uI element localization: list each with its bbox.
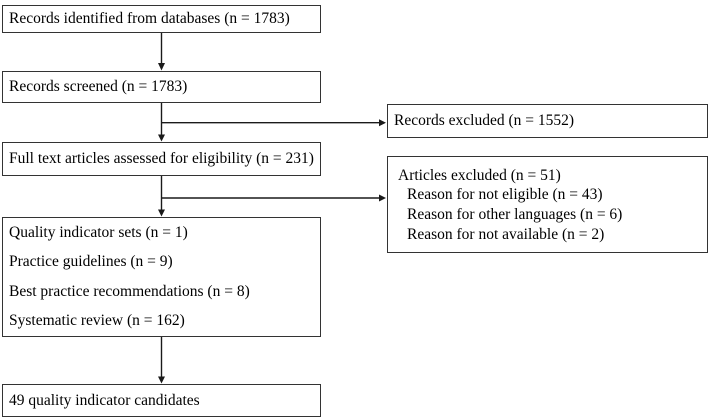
node-fulltext-assessed: Full text articles assessed for eligibil… bbox=[2, 142, 321, 176]
node-records-screened: Records screened (n = 1783) bbox=[2, 71, 321, 103]
node-records-identified: Records identified from databases (n = 1… bbox=[2, 5, 321, 33]
arrowhead-down bbox=[158, 376, 165, 384]
node-label: Articles excluded (n = 51) bbox=[398, 166, 561, 184]
arrowhead-down bbox=[158, 209, 165, 217]
arrowhead-down bbox=[158, 63, 165, 71]
node-label: Records screened (n = 1783) bbox=[9, 78, 188, 95]
arrowhead-right bbox=[379, 119, 386, 127]
node-label: Full text articles assessed for eligibil… bbox=[9, 150, 314, 167]
node-articles-excluded: Articles excluded (n = 51) Reason for no… bbox=[387, 156, 708, 253]
arrowhead-down bbox=[158, 134, 165, 142]
arrowhead-right bbox=[379, 194, 386, 202]
node-label: Records excluded (n = 1552) bbox=[394, 112, 575, 129]
node-label: 49 quality indicator candidates bbox=[9, 391, 200, 409]
node-records-excluded: Records excluded (n = 1552) bbox=[387, 104, 708, 138]
exclusion-reason: Reason for other languages (n = 6) bbox=[407, 205, 623, 223]
breakdown-item: Systematic review (n = 162) bbox=[9, 312, 185, 330]
node-included-breakdown: Quality indicator sets (n = 1) Practice … bbox=[2, 217, 321, 337]
exclusion-reason: Reason for not available (n = 2) bbox=[407, 225, 605, 243]
breakdown-item: Best practice recommendations (n = 8) bbox=[9, 282, 250, 300]
node-label: Records identified from databases (n = 1… bbox=[9, 10, 290, 27]
node-candidates: 49 quality indicator candidates bbox=[2, 384, 321, 417]
breakdown-item: Practice guidelines (n = 9) bbox=[9, 253, 173, 271]
breakdown-item: Quality indicator sets (n = 1) bbox=[9, 223, 188, 241]
exclusion-reason: Reason for not eligible (n = 43) bbox=[407, 186, 603, 204]
